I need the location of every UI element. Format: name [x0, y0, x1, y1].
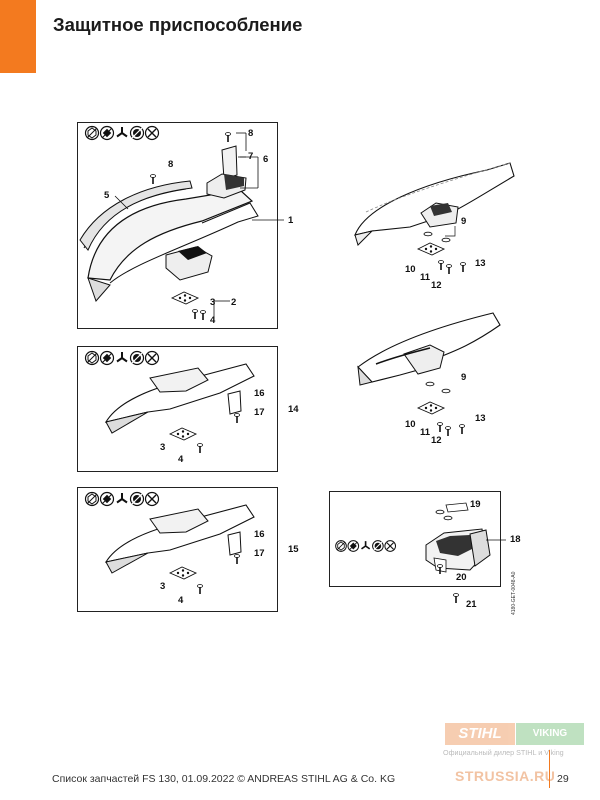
part-number-1: 1: [288, 215, 294, 226]
header-accent-bar: [0, 0, 36, 73]
part-number-4: 4: [210, 315, 216, 326]
part-number-13: 13: [475, 413, 486, 424]
part-number-9: 9: [461, 372, 467, 383]
part-number-19: 19: [470, 499, 481, 510]
page-number: 29: [557, 773, 569, 785]
part-number-11: 11: [420, 272, 431, 283]
part-number-7: 7: [248, 151, 254, 162]
footer-copyright: Список запчастей FS 130, 01.09.2022 © AN…: [52, 773, 396, 785]
part-number-21: 21: [466, 599, 477, 610]
part-number-2: 2: [231, 297, 237, 308]
dealer-watermark-text: Официальный дилер STIHL и Viking: [443, 748, 564, 757]
part-number-5: 5: [104, 190, 110, 201]
part-number-3: 3: [160, 581, 166, 592]
part-number-10: 10: [405, 264, 416, 275]
site-watermark: STRUSSIA.RU: [455, 768, 556, 784]
part-number-3: 3: [210, 297, 216, 308]
part-number-10: 10: [405, 419, 416, 430]
part-number-13: 13: [475, 258, 486, 269]
part-number-4: 4: [178, 595, 184, 606]
part-number-18: 18: [510, 534, 521, 545]
page-title: Защитное приспособление: [53, 14, 303, 35]
assembly-box-1: [77, 122, 278, 329]
assembly-box-15: [77, 487, 278, 612]
part-number-12: 12: [431, 435, 442, 446]
part-number-14: 14: [288, 404, 299, 415]
part-number-17: 17: [254, 548, 265, 559]
part-number-20: 20: [456, 572, 467, 583]
part-number-6: 6: [263, 154, 269, 165]
part-number-12: 12: [431, 280, 442, 291]
part-number-15: 15: [288, 544, 299, 555]
part-number-3: 3: [160, 442, 166, 453]
part-number-9: 9: [461, 216, 467, 227]
part-number-11: 11: [420, 427, 431, 438]
assembly-box-18: [329, 491, 501, 587]
drawing-reference-code: 4180-GET-0048-A0: [511, 571, 517, 615]
part-number-8: 8: [168, 159, 174, 170]
part-number-16: 16: [254, 529, 265, 540]
assembly-box-14: [77, 346, 278, 472]
part-number-17: 17: [254, 407, 265, 418]
stihl-logo-watermark: STIHL: [445, 723, 515, 745]
part-number-8: 8: [248, 128, 254, 139]
part-number-4: 4: [178, 454, 184, 465]
footer-divider: [549, 750, 551, 788]
viking-logo-watermark: VIKING: [516, 723, 584, 745]
part-number-16: 16: [254, 388, 265, 399]
